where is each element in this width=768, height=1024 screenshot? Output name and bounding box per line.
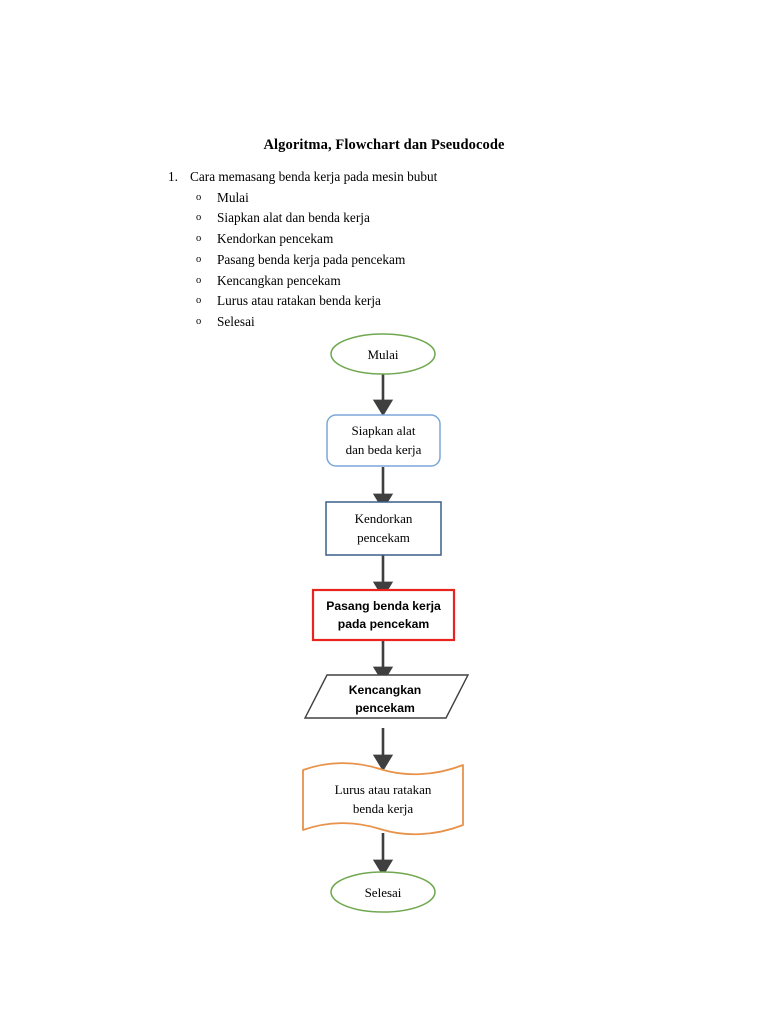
flow-node-loosen-label-line2: pencekam <box>357 530 410 545</box>
ellipse-shape <box>330 333 436 375</box>
flow-node-tighten-label-line1: Kencangkan <box>349 683 421 697</box>
circle-bullet-icon: o <box>196 274 202 286</box>
list-item-label: Pasang benda kerja pada pencekam <box>217 251 406 267</box>
circle-bullet-icon: o <box>196 316 202 328</box>
flow-node-end[interactable]: Selesai <box>330 871 436 913</box>
flow-node-tighten[interactable]: Kencangkan pencekam <box>303 674 470 719</box>
list-number: 1. <box>168 169 178 184</box>
circle-bullet-icon: o <box>196 191 202 203</box>
flow-node-loosen-label-line1: Kendorkan <box>355 511 413 526</box>
circle-bullet-icon: o <box>196 212 202 224</box>
circle-bullet-icon: o <box>196 233 202 245</box>
circle-bullet-icon: o <box>196 253 202 265</box>
list-item: o Lurus atau ratakan benda kerja <box>196 291 598 312</box>
flowchart: Mulai Siapkan alat dan beda kerja Kendor… <box>280 320 500 920</box>
list-heading: Cara memasang benda kerja pada mesin bub… <box>190 169 438 184</box>
rectangle-shape <box>325 501 442 556</box>
flow-node-start[interactable]: Mulai <box>330 333 436 375</box>
bullet-list: o Mulai o Siapkan alat dan benda kerja o… <box>196 188 598 334</box>
list-item-label: Lurus atau ratakan benda kerja <box>217 293 381 309</box>
list-item: o Kendorkan pencekam <box>196 229 598 250</box>
flow-node-start-label: Mulai <box>367 347 398 362</box>
flow-node-align-label-line2: benda kerja <box>353 801 414 816</box>
flow-node-prepare-label-line1: Siapkan alat <box>352 423 416 438</box>
flow-node-loosen[interactable]: Kendorkan pencekam <box>325 501 442 556</box>
list-item: o Mulai <box>196 188 598 209</box>
document-wave-shape <box>302 762 464 836</box>
flow-node-mount-label-line2: pada pencekam <box>338 617 430 631</box>
ordered-list-item: 1. Cara memasang benda kerja pada mesin … <box>168 167 598 188</box>
list-item-label: Selesai <box>217 314 255 330</box>
ellipse-shape <box>330 871 436 913</box>
list-item: o Selesai <box>196 312 598 333</box>
flow-node-tighten-label-line2: pencekam <box>355 701 415 715</box>
list-item-label: Mulai <box>217 189 249 205</box>
rounded-rectangle-shape <box>326 414 441 467</box>
list-item-label: Kendorkan pencekam <box>217 231 334 247</box>
list-item: o Kencangkan pencekam <box>196 271 598 292</box>
list-item-label: Siapkan alat dan benda kerja <box>217 210 370 226</box>
page-title: Algoritma, Flowchart dan Pseudocode <box>263 137 505 153</box>
flow-node-align[interactable]: Lurus atau ratakan benda kerja <box>302 762 464 836</box>
flow-node-prepare[interactable]: Siapkan alat dan beda kerja <box>326 414 441 467</box>
list-item-label: Kencangkan pencekam <box>217 272 341 288</box>
flow-node-end-label: Selesai <box>365 885 402 900</box>
flow-node-mount[interactable]: Pasang benda kerja pada pencekam <box>311 588 456 642</box>
flow-node-mount-label-line1: Pasang benda kerja <box>326 599 441 613</box>
rectangle-shape <box>311 588 456 642</box>
list-item: o Siapkan alat dan benda kerja <box>196 208 598 229</box>
flow-node-align-label-line1: Lurus atau ratakan <box>335 782 432 797</box>
flow-node-prepare-label-line2: dan beda kerja <box>346 442 422 457</box>
parallelogram-shape <box>303 674 470 719</box>
list-item: o Pasang benda kerja pada pencekam <box>196 250 598 271</box>
ordered-list: 1. Cara memasang benda kerja pada mesin … <box>168 167 598 333</box>
circle-bullet-icon: o <box>196 295 202 307</box>
